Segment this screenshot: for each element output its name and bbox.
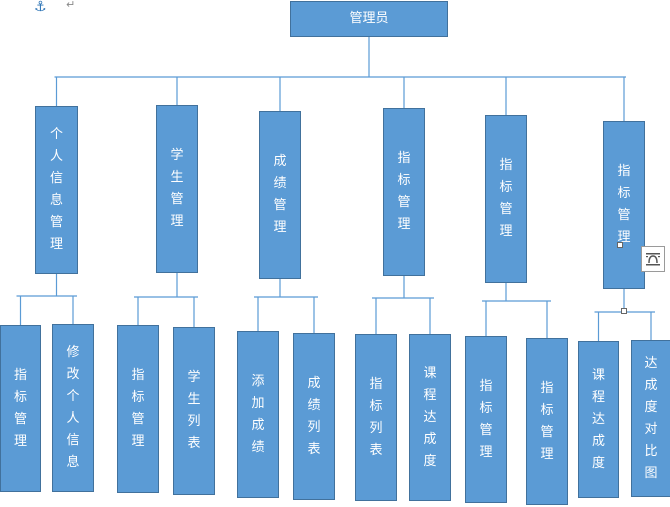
branch-node[interactable]: 成绩管理 (259, 111, 301, 279)
leaf-node-label: 课程达成度 (423, 365, 437, 469)
paragraph-mark-icon: ↵ (66, 0, 76, 11)
layout-options-icon (646, 253, 660, 266)
branch-node-label: 个人信息管理 (49, 127, 63, 252)
root-node[interactable]: 管理员 (290, 1, 448, 37)
leaf-node[interactable]: 指标管理 (526, 338, 568, 505)
branch-node-label: 指标管理 (617, 164, 631, 245)
leaf-node-label: 修改个人信息 (66, 345, 80, 470)
branch-node[interactable]: 指标管理 (485, 115, 527, 283)
leaf-node[interactable]: 指标列表 (355, 334, 397, 501)
leaf-node[interactable]: 指标管理 (0, 325, 41, 492)
leaf-node[interactable]: 达成度对比图 (631, 340, 670, 497)
leaf-node-label: 指标列表 (369, 376, 383, 458)
leaf-node[interactable]: 指标管理 (117, 325, 159, 493)
branch-node-label: 学生管理 (170, 148, 184, 229)
selection-handle[interactable] (617, 242, 623, 248)
leaf-node[interactable]: 成绩列表 (293, 333, 335, 500)
leaf-node[interactable]: 指标管理 (465, 336, 507, 503)
branch-node[interactable]: 个人信息管理 (35, 106, 78, 274)
leaf-node-label: 指标管理 (13, 367, 27, 449)
leaf-node-label: 指标管理 (479, 378, 493, 460)
branch-node-label: 指标管理 (499, 158, 513, 239)
leaf-node-label: 添加成绩 (251, 373, 265, 455)
branch-node-label: 成绩管理 (273, 154, 287, 235)
leaf-node-label: 指标管理 (540, 380, 554, 462)
leaf-node[interactable]: 修改个人信息 (52, 324, 94, 492)
branch-node[interactable]: 指标管理 (603, 121, 645, 289)
leaf-node[interactable]: 课程达成度 (409, 334, 451, 501)
selection-handle[interactable] (621, 308, 627, 314)
leaf-node-label: 指标管理 (131, 368, 145, 449)
layout-options-button[interactable] (641, 246, 665, 272)
branch-node[interactable]: 学生管理 (156, 105, 198, 273)
leaf-node[interactable]: 课程达成度 (578, 341, 619, 498)
branch-node[interactable]: 指标管理 (383, 108, 425, 276)
branch-node-label: 指标管理 (397, 151, 411, 232)
leaf-node-label: 成绩列表 (307, 375, 321, 457)
leaf-node[interactable]: 学生列表 (173, 327, 215, 495)
root-label: 管理员 (349, 11, 389, 26)
leaf-node-label: 课程达成度 (591, 367, 605, 471)
leaf-node[interactable]: 添加成绩 (237, 331, 279, 498)
leaf-node-label: 学生列表 (187, 370, 201, 451)
anchor-icon: ⚓ (34, 0, 47, 15)
leaf-node-label: 达成度对比图 (644, 355, 658, 481)
